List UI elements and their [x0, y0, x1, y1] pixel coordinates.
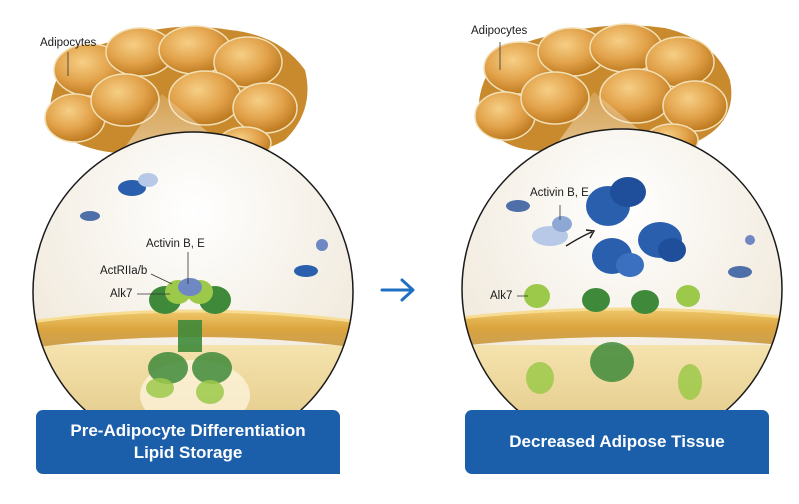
left-banner-line2: Lipid Storage: [133, 443, 243, 462]
right-outcome-banner: Decreased Adipose Tissue: [465, 410, 769, 474]
right-adipocytes-label: Adipocytes: [471, 25, 528, 37]
right-adipocyte-cluster: [474, 23, 732, 157]
right-binding-arrowhead: [585, 229, 596, 239]
left-alk7-label: Alk7: [110, 288, 133, 300]
right-binding-arrow-icon: [565, 231, 593, 247]
right-free-ligands: [506, 200, 755, 278]
left-adipocyte-cluster: [44, 25, 308, 160]
left-label-leaders: [137, 252, 189, 295]
left-outcome-banner: Pre-Adipocyte Differentiation Lipid Stor…: [36, 410, 340, 474]
right-label-leaders: [517, 205, 561, 297]
right-ligand-trap: [586, 177, 686, 277]
right-alk7-label: Alk7: [490, 290, 513, 302]
left-adipocytes-label: Adipocytes: [40, 37, 97, 49]
transition-arrow-icon: [380, 278, 415, 302]
right-banner-line1: Decreased Adipose Tissue: [509, 432, 725, 451]
right-activin-label: Activin B, E: [530, 187, 589, 199]
left-receptor-complex: [146, 278, 232, 404]
left-activin-label: Activin B, E: [146, 238, 205, 250]
left-banner-line1: Pre-Adipocyte Differentiation: [70, 421, 306, 440]
left-actrii-label: ActRIIa/b: [100, 265, 148, 277]
left-free-ligands: [80, 173, 328, 277]
right-receptors: [524, 284, 702, 400]
